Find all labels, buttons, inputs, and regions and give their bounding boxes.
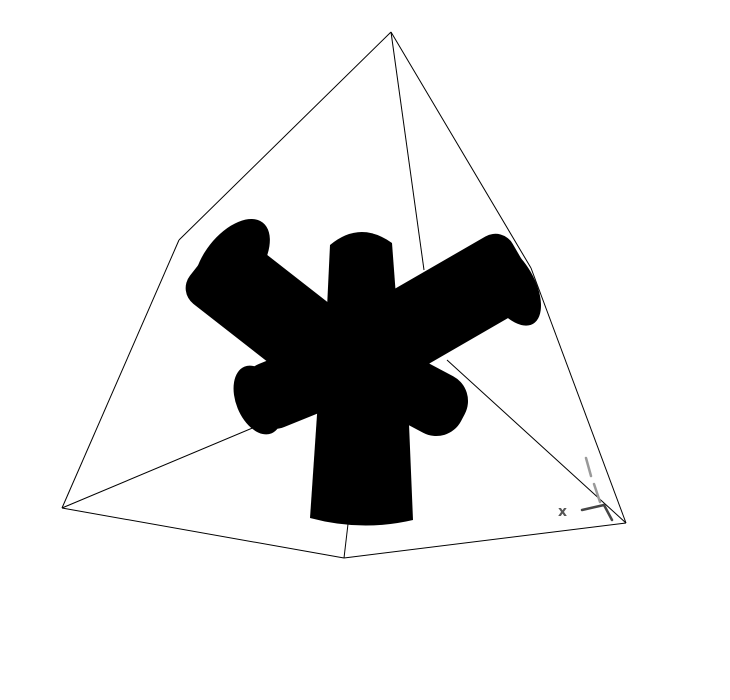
solid-star-object[interactable] [178, 205, 554, 526]
arm-upper-right-cap [479, 242, 541, 326]
axis-triad: x [558, 456, 614, 522]
edge-bottom-left [61, 507, 345, 559]
edge-inner-right [446, 359, 627, 524]
y-axis-line [580, 503, 606, 512]
star-center-hub [298, 298, 422, 422]
arm-bottom [310, 400, 413, 526]
edge-inner-bottom [343, 523, 349, 559]
x-axis-label: x [558, 504, 567, 520]
edge-top-center [390, 31, 425, 271]
edge-left-upper-lower [61, 239, 180, 509]
y-axis-tick [602, 503, 614, 522]
z-axis-line-lower [592, 482, 602, 504]
edge-right-upper-lower [530, 267, 627, 524]
arm-lower-left-cap [233, 365, 283, 435]
edge-top-right [390, 31, 532, 269]
edge-bottom-right [343, 522, 627, 559]
tetrahedron-wireframe [61, 31, 627, 559]
edge-top-left [178, 31, 392, 241]
edge-inner-left [61, 423, 263, 509]
z-axis-line [584, 456, 593, 478]
arm-upper-left-cap [194, 218, 270, 306]
